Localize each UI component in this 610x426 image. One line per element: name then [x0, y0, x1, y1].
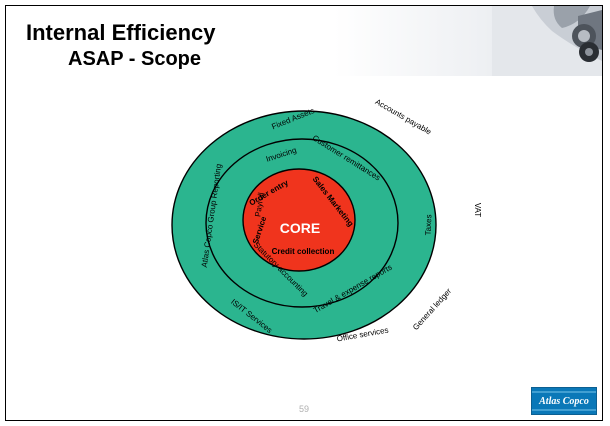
outer-item-vat: VAT [473, 203, 482, 217]
slide-subtitle: ASAP - Scope [68, 48, 201, 70]
core-label: CORE [280, 220, 320, 236]
outer-item-accounts-payable: Accounts payable [374, 97, 434, 137]
machinery-corner-icon [492, 6, 602, 76]
core-circle [242, 168, 356, 272]
page-number: 59 [298, 404, 309, 414]
logo-text: Atlas Copco [539, 396, 589, 407]
middle-item-taxes: Taxes [424, 214, 434, 235]
slide: Internal Efficiency ASAP - Scope CORE Or… [5, 5, 603, 421]
atlas-copco-logo: Atlas Copco [531, 387, 597, 415]
scope-diagram: CORE Order entry Sales Marketing Credit … [171, 97, 482, 344]
middle-item-payroll: Payroll [253, 192, 265, 218]
slide-title: Internal Efficiency [26, 20, 216, 45]
core-item-credit-collection: Credit collection [272, 247, 335, 256]
outer-item-general-ledger: General ledger [411, 286, 453, 332]
